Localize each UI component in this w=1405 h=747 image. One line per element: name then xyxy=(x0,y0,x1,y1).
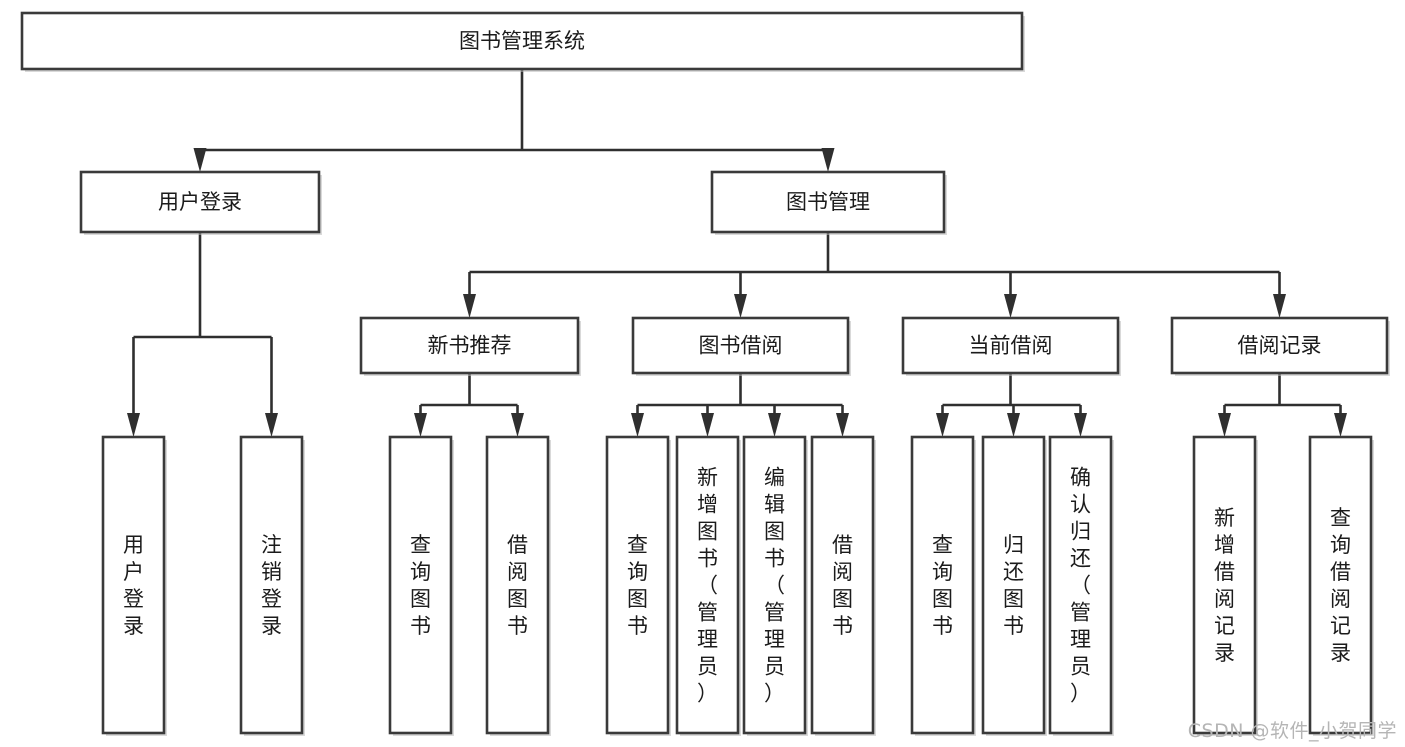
node-leaf-edit-book-admin[interactable]: 编辑图书（管理员） xyxy=(742,435,808,736)
arrow-head-icon xyxy=(734,294,747,318)
node-label: 归还图书 xyxy=(1003,533,1024,638)
node-rect[interactable] xyxy=(101,435,166,735)
node-leaf-confirm-return-admin[interactable]: 确认归还（管理员） xyxy=(1048,435,1114,736)
arrow-head-icon xyxy=(127,413,140,437)
node-book-borrow[interactable]: 图书借阅 xyxy=(631,316,851,376)
arrow-head-icon xyxy=(936,413,949,437)
node-label: 查询图书 xyxy=(410,533,431,638)
node-rect[interactable] xyxy=(79,170,321,234)
node-leaf-add-borrow-record[interactable]: 新增借阅记录 xyxy=(1192,435,1258,736)
node-current-borrow[interactable]: 当前借阅 xyxy=(901,316,1121,376)
arrow-head-icon xyxy=(414,413,427,437)
node-new-book-recommend[interactable]: 新书推荐 xyxy=(359,316,581,376)
node-rect[interactable] xyxy=(675,435,740,735)
node-leaf-add-book-admin[interactable]: 新增图书（管理员） xyxy=(675,435,741,736)
arrow-head-icon xyxy=(1218,413,1231,437)
node-rect[interactable] xyxy=(710,170,946,234)
node-label: 查询借阅记录 xyxy=(1330,506,1351,665)
node-leaf-borrow-book-recommend[interactable]: 借阅图书 xyxy=(485,435,551,736)
node-label: 图书借阅 xyxy=(699,334,783,358)
arrow-head-icon xyxy=(821,148,835,172)
node-label: 借阅图书 xyxy=(507,533,528,638)
node-label: 图书管理系统 xyxy=(459,29,585,53)
node-user-login[interactable]: 用户登录 xyxy=(79,170,322,235)
node-rect[interactable] xyxy=(359,316,580,375)
node-leaf-query-book[interactable]: 查询图书 xyxy=(605,435,671,736)
connector-edge-root-bus xyxy=(193,69,835,172)
node-leaf-query-borrow-record[interactable]: 查询借阅记录 xyxy=(1308,435,1374,736)
connector-edge-recommend-bus xyxy=(414,373,524,437)
node-rect[interactable] xyxy=(605,435,670,735)
node-rect[interactable] xyxy=(485,435,550,735)
node-label: 确认归还（管理员） xyxy=(1070,466,1091,706)
connector-edge-bookmanage-bus xyxy=(463,232,1286,318)
arrow-head-icon xyxy=(768,413,781,437)
arrow-head-icon xyxy=(511,413,524,437)
node-rect[interactable] xyxy=(631,316,850,375)
connector-edge-record-bus xyxy=(1218,373,1347,437)
node-label: 查询图书 xyxy=(932,533,953,638)
arrow-head-icon xyxy=(1004,294,1017,318)
node-label: 借阅图书 xyxy=(832,533,853,638)
node-leaf-borrow-book[interactable]: 借阅图书 xyxy=(810,435,876,736)
node-leaf-query-book-current[interactable]: 查询图书 xyxy=(910,435,976,736)
node-layer: 图书管理系统用户登录图书管理新书推荐图书借阅当前借阅借阅记录用户登录注销登录查询… xyxy=(20,11,1390,736)
node-label: 新增图书（管理员） xyxy=(697,466,718,706)
node-label: 用户登录 xyxy=(158,190,242,214)
node-label: 当前借阅 xyxy=(969,334,1053,358)
node-leaf-user-logout[interactable]: 注销登录 xyxy=(239,435,305,736)
node-rect[interactable] xyxy=(910,435,975,735)
arrow-head-icon xyxy=(1074,413,1087,437)
node-book-manage[interactable]: 图书管理 xyxy=(710,170,947,235)
node-leaf-user-login[interactable]: 用户登录 xyxy=(101,435,167,736)
arrow-head-icon xyxy=(463,294,476,318)
node-rect[interactable] xyxy=(20,11,1024,71)
node-rect[interactable] xyxy=(810,435,875,735)
arrow-head-icon xyxy=(836,413,849,437)
arrow-head-icon xyxy=(1273,294,1286,318)
arrow-head-icon xyxy=(193,148,207,172)
node-label: 用户登录 xyxy=(123,533,144,638)
node-label: 新书推荐 xyxy=(428,334,512,358)
arrow-head-icon xyxy=(1007,413,1020,437)
node-label: 编辑图书（管理员） xyxy=(764,466,785,706)
node-label: 查询图书 xyxy=(627,533,648,638)
node-rect[interactable] xyxy=(388,435,453,735)
node-leaf-return-book[interactable]: 归还图书 xyxy=(981,435,1047,736)
node-rect[interactable] xyxy=(981,435,1046,735)
node-leaf-query-book-recommend[interactable]: 查询图书 xyxy=(388,435,454,736)
connector-edge-bookborrow-bus xyxy=(631,373,849,437)
node-label: 图书管理 xyxy=(786,190,870,214)
node-rect[interactable] xyxy=(1170,316,1389,375)
connector-edge-current-bus xyxy=(936,373,1087,437)
node-label: 借阅记录 xyxy=(1238,334,1322,358)
node-rect[interactable] xyxy=(239,435,304,735)
arrow-head-icon xyxy=(631,413,644,437)
node-rect[interactable] xyxy=(742,435,807,735)
node-rect[interactable] xyxy=(1048,435,1113,735)
connector-edge-userlogin-bus xyxy=(127,232,278,437)
node-rect[interactable] xyxy=(1308,435,1373,735)
connector-layer xyxy=(127,69,1347,437)
node-label: 新增借阅记录 xyxy=(1214,506,1235,665)
node-label: 注销登录 xyxy=(261,533,282,638)
arrow-head-icon xyxy=(1334,413,1347,437)
arrow-head-icon xyxy=(265,413,278,437)
node-rect[interactable] xyxy=(901,316,1120,375)
arrow-head-icon xyxy=(701,413,714,437)
node-rect[interactable] xyxy=(1192,435,1257,735)
node-root[interactable]: 图书管理系统 xyxy=(20,11,1025,72)
node-borrow-record[interactable]: 借阅记录 xyxy=(1170,316,1390,376)
